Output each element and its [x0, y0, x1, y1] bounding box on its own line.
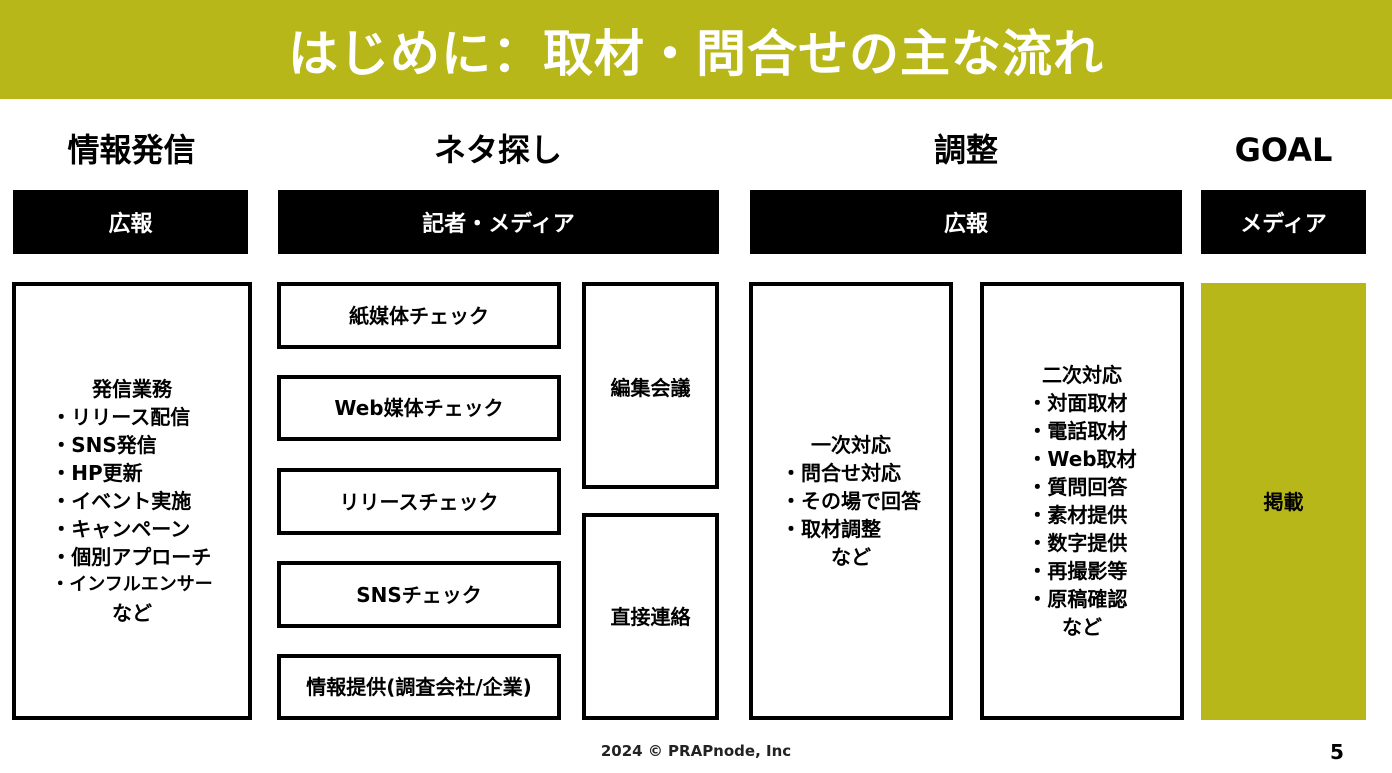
list-item: ・その場で回答: [781, 489, 921, 513]
list-item: ・リリース配信: [51, 405, 191, 429]
role-bar-pr: 広報: [13, 190, 248, 254]
list-etc: など: [1061, 615, 1102, 639]
list-item: ・問合せ対応: [781, 461, 901, 485]
list-etc: など: [112, 601, 152, 625]
list-item: ・質問回答: [1027, 475, 1128, 499]
list-item: ・原稿確認: [1027, 587, 1128, 611]
heading-hatsushin: 情報発信: [67, 131, 196, 169]
check-box: 紙媒体チェック: [277, 282, 561, 349]
heading-goal: GOAL: [1234, 131, 1333, 169]
role-bar-goal: メディア: [1201, 190, 1366, 254]
page-number: 5: [1330, 740, 1344, 764]
list-item: ・取材調整: [781, 517, 881, 541]
heading-neta: ネタ探し: [433, 131, 562, 169]
meeting-box: 編集会議: [582, 282, 719, 489]
list-item: ・キャンペーン: [51, 517, 191, 541]
hatsushin-box: 発信業務 ・リリース配信 ・SNS発信 ・HP更新 ・イベント実施 ・キャンペー…: [12, 282, 252, 720]
list-item: ・イベント実施: [51, 489, 192, 513]
list-item: ・インフルエンサー: [51, 574, 213, 595]
list-item: ・対面取材: [1027, 391, 1128, 415]
check-box: Web媒体チェック: [277, 375, 561, 441]
contact-box: 直接連絡: [582, 513, 719, 720]
list-item: ・SNS発信: [51, 433, 157, 457]
list-item: ・個別アプローチ: [51, 545, 212, 569]
list-item: ・数字提供: [1027, 531, 1128, 555]
list-item: ・電話取材: [1027, 419, 1128, 443]
role-bar-pr-2: 広報: [750, 190, 1182, 254]
check-box: SNSチェック: [277, 561, 561, 628]
second-title: 二次対応: [1041, 363, 1122, 387]
list-item: ・Web取材: [1027, 447, 1137, 471]
slide-title: はじめに：取材・問合せの主な流れ: [288, 24, 1104, 83]
list-item: ・再撮影等: [1027, 559, 1128, 583]
title-bar: はじめに：取材・問合せの主な流れ: [0, 0, 1392, 99]
first-title: 一次対応: [811, 433, 891, 457]
goal-box: 掲載: [1201, 283, 1366, 720]
heading-chosei: 調整: [933, 131, 998, 169]
first-response-box: 一次対応 ・問合せ対応 ・その場で回答 ・取材調整 など: [749, 282, 953, 720]
list-etc: など: [831, 545, 871, 569]
second-response-box: 二次対応 ・対面取材 ・電話取材 ・Web取材 ・質問回答 ・素材提供 ・数字提…: [980, 282, 1184, 720]
list-item: ・素材提供: [1027, 503, 1128, 527]
hatsushin-title: 発信業務: [92, 377, 172, 401]
check-box: リリースチェック: [277, 468, 561, 535]
check-box: 情報提供(調査会社/企業): [277, 654, 561, 720]
copyright: 2024 © PRAPnode, Inc: [600, 742, 792, 760]
list-item: ・HP更新: [51, 461, 143, 485]
role-bar-media: 記者・メディア: [278, 190, 719, 254]
